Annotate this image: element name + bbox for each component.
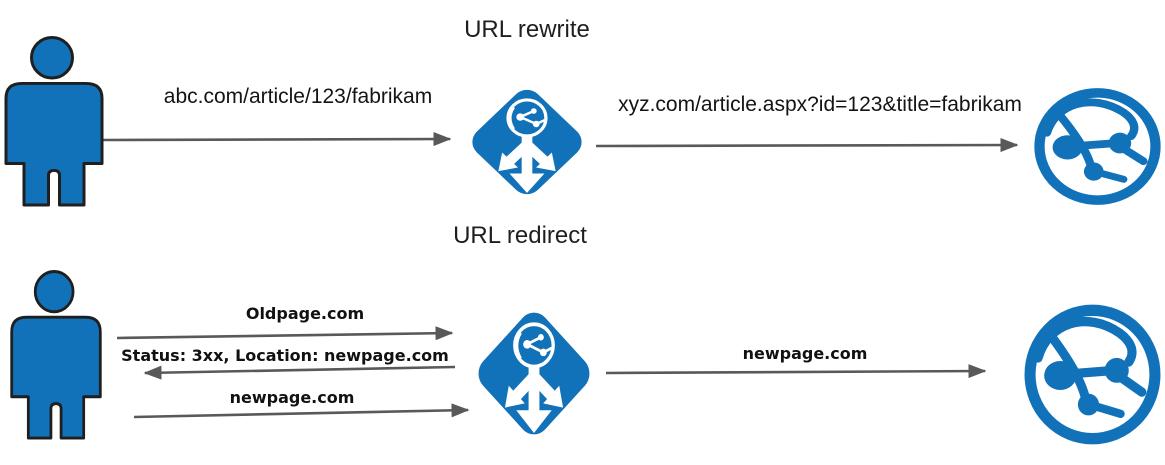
redirect-forwarded-url-label: newpage.com [742,344,868,363]
application-gateway-icon [468,301,600,446]
rewrite-request-url-label: abc.com/article/123/fabrikam [163,85,433,108]
redirect-response-arrow [143,365,456,380]
application-gateway-icon [462,80,592,204]
person-icon [2,36,106,208]
person-icon [8,270,104,441]
url-redirect-title: URL redirect [453,222,587,249]
redirect-request-arrow [116,326,454,341]
rewrite-rewritten-url-label: xyz.com/article.aspx?id=123&title=fabrik… [618,93,1022,116]
redirect-new-request-url-label: newpage.com [229,388,355,407]
redirect-response-status-label: Status: 3xx, Location: newpage.com [121,346,449,365]
rewrite-forward-arrow [595,138,1019,153]
web-app-globe-icon [1022,302,1163,447]
rewrite-request-arrow [102,132,452,147]
url-rewrite-title: URL rewrite [464,16,590,43]
redirect-forward-arrow [605,364,987,379]
web-app-globe-icon [1032,86,1163,207]
redirect-new-request-arrow [133,403,470,419]
redirect-request-url-label: Oldpage.com [245,304,365,323]
